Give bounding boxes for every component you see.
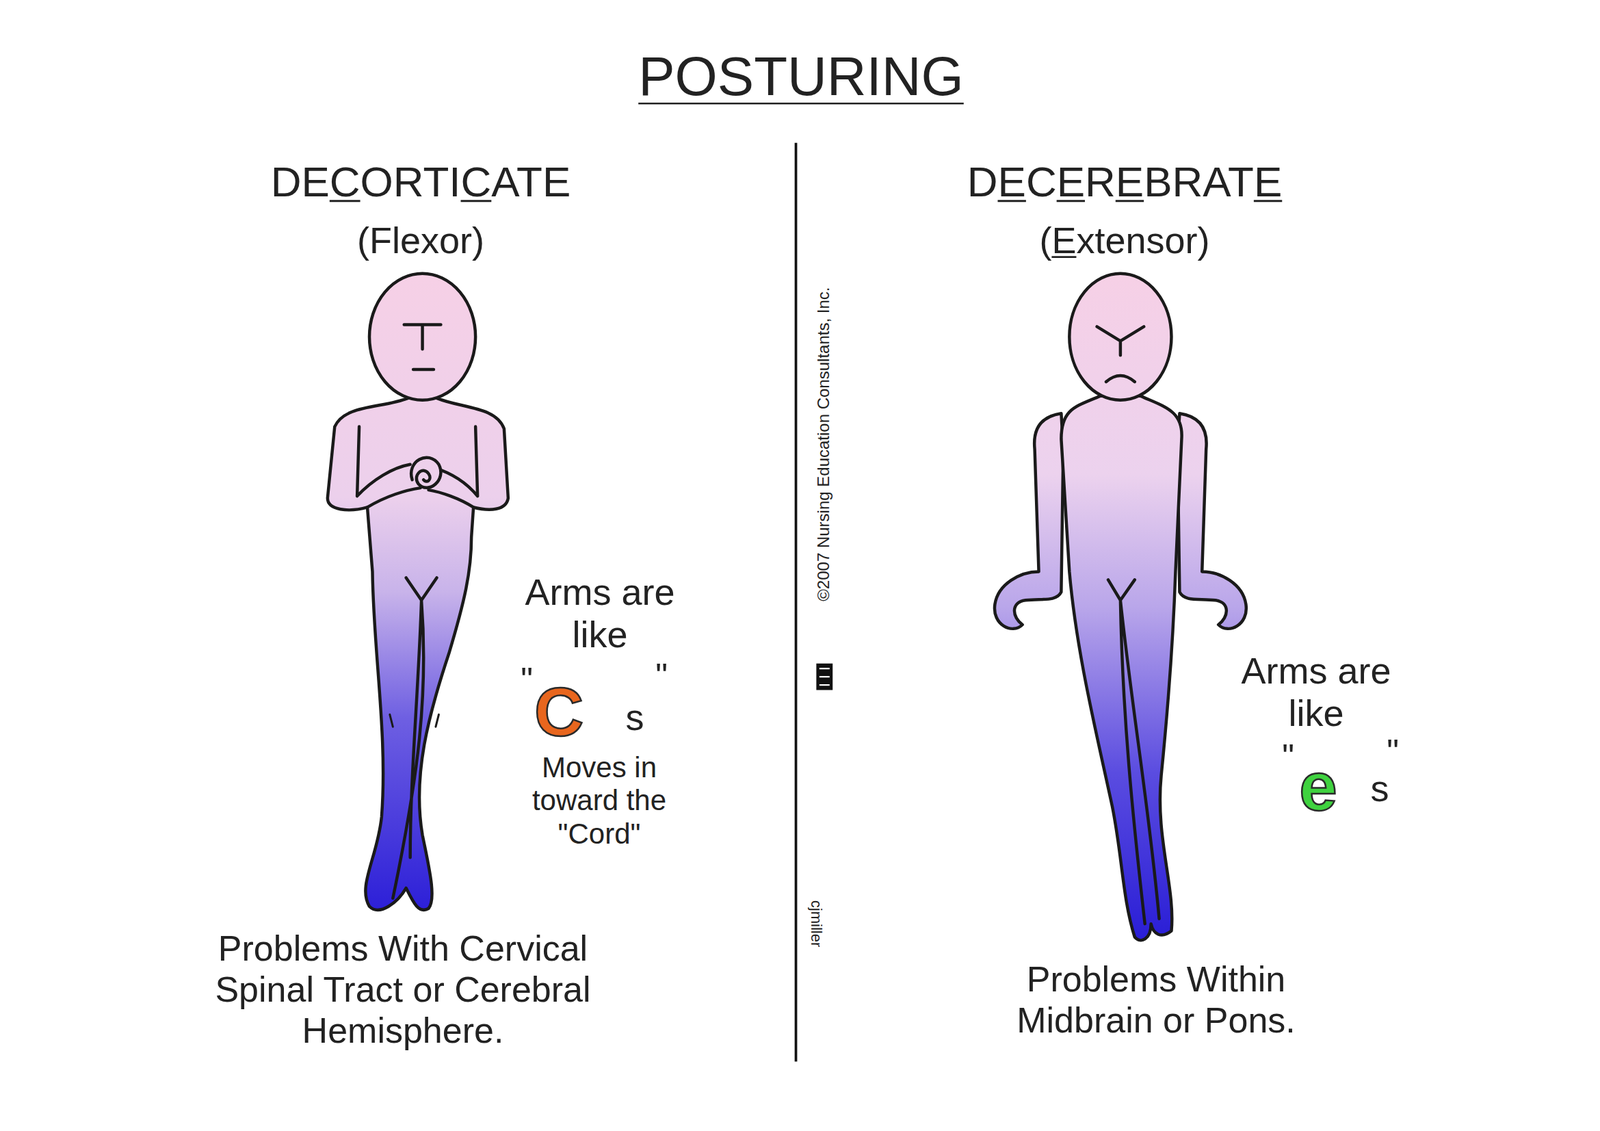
mnemonic-note: Arms are like [1220,649,1412,734]
mnemonic-letter: e [1270,746,1367,826]
divider-line [794,142,798,1062]
decerebrate-figure [994,273,1247,940]
mnemonic-letter: s [1352,766,1408,810]
logo-mark [816,663,833,691]
copyright-note: ©2007 Nursing Education Consultants, Inc… [815,286,834,601]
decorticate-figure [327,273,509,910]
lesion-note: Problems With Cervical Spinal Tract or C… [184,928,622,1051]
posture-subheading: (Flexor) [283,218,558,262]
quote-mark: " [1365,732,1421,773]
mnemonic-letter: s [607,695,663,739]
lesion-note: Problems Within Midbrain or Pons. [991,959,1321,1042]
posture-subheading: (Extensor) [987,218,1262,262]
diagram-title: POSTURING [638,45,964,109]
artist-signature: cjmiller [807,900,825,947]
posture-heading: DECEREBRATE [933,157,1317,206]
posture-heading: DECORTICATE [229,157,613,206]
mnemonic-note: Moves in toward the "Cord" [528,751,670,851]
mnemonic-letter: C [510,672,607,752]
mnemonic-note: Arms are like [504,570,696,656]
quote-mark: " [634,656,689,697]
